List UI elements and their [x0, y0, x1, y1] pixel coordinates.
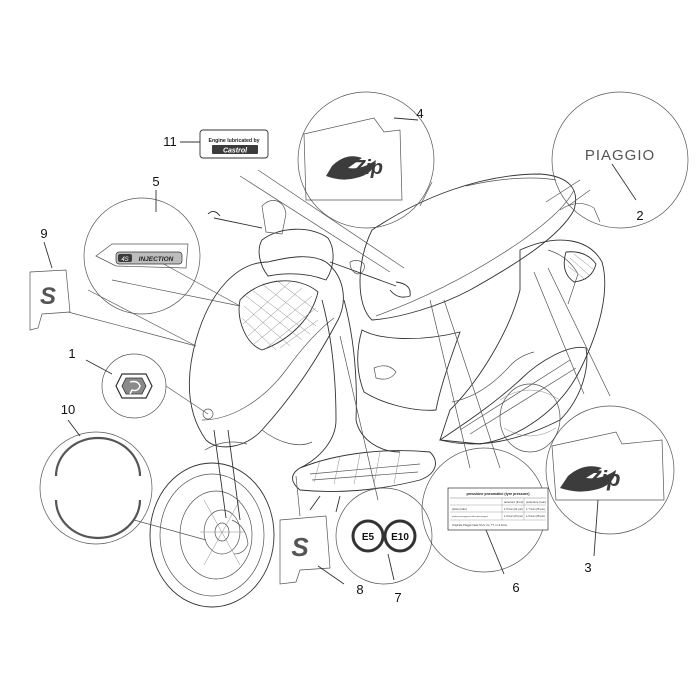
- decal-s-left: S: [29, 241, 71, 331]
- decal-tyre-pressure: pressione pneumatici (tyre pressure) ant…: [421, 447, 549, 575]
- steering-column: [321, 299, 337, 421]
- rear-body-panel: [439, 239, 606, 445]
- right-handlebar: [329, 261, 411, 298]
- callout-10: 10: [61, 402, 75, 417]
- injection-prefix: 4S: [121, 257, 128, 263]
- s-left-text: S: [40, 283, 56, 310]
- tail-light: [563, 251, 597, 283]
- left-handlebar: [207, 211, 263, 229]
- leader-lines: [67, 169, 611, 541]
- front-fork: [213, 429, 241, 521]
- decal-piaggio-logo: [85, 353, 167, 419]
- callout-6: 6: [512, 580, 519, 595]
- fuel-e5: E5: [362, 532, 375, 543]
- zip-top-text: Zip: [352, 157, 383, 179]
- footboard: [292, 450, 436, 492]
- tyre-header-rear: posteriore (rear): [526, 500, 546, 504]
- tyre-row1-label: pilota (rider): [452, 507, 467, 511]
- tyre-row2-label: pilota+passeggero (rider+passenger): [452, 515, 488, 518]
- brake-reservoir: [349, 260, 365, 275]
- decal-castrol: Engine lubricated by Castrol: [180, 129, 269, 159]
- castrol-line1: Engine lubricated by: [208, 138, 259, 144]
- front-shield: [189, 256, 344, 448]
- callout-9: 9: [40, 226, 47, 241]
- callout-11: 11: [163, 134, 177, 149]
- callout-1: 1: [68, 346, 75, 361]
- castrol-brand: Castrol: [223, 147, 248, 154]
- rear-grab-rail: [559, 203, 601, 223]
- tyre-footer: Originale Piaggio Italia: M+S, CL, TT, 1…: [452, 523, 507, 527]
- callout-numbers: 1 2 3 4 5 6 7 8 9 10 11: [40, 106, 643, 605]
- decal-rim-stripe: [39, 419, 153, 545]
- front-wheel: [149, 462, 275, 608]
- callout-3: 3: [584, 560, 591, 575]
- inner-panel: [357, 329, 461, 411]
- side-stand: [309, 495, 341, 513]
- decal-piaggio: PIAGGIO: [551, 91, 689, 229]
- callout-8: 8: [356, 582, 363, 597]
- fuel-e10: E10: [391, 532, 409, 543]
- callout-7: 7: [394, 590, 401, 605]
- headset: [258, 228, 334, 281]
- tyre-row2-rear: 1.9 bar (28 psi): [526, 514, 545, 518]
- engine-rear-wheel: [438, 346, 588, 453]
- scooter-body: [149, 173, 606, 608]
- decal-fuel: E5 E10: [335, 487, 433, 585]
- zip-side-text: Zip: [587, 466, 621, 491]
- tyre-title: pressione pneumatici (tyre pressure): [466, 492, 530, 496]
- decal-injection: 4S INJECTION: [83, 190, 201, 315]
- callout-4: 4: [416, 106, 423, 121]
- mirror-mount: [261, 200, 287, 235]
- tyre-row1-rear: 1.7 bar (25 psi): [526, 507, 545, 511]
- callout-2: 2: [636, 208, 643, 223]
- decal-zip-top: Zip: [297, 91, 435, 229]
- injection-text: INJECTION: [139, 256, 174, 263]
- headlight-grille: [238, 279, 319, 351]
- callout-5: 5: [152, 174, 159, 189]
- mudguard: [204, 441, 248, 451]
- tyre-row2-front: 1.6 bar (23 psi): [504, 514, 523, 518]
- s-bottom-text: S: [291, 532, 309, 562]
- decal-s-bottom: S: [279, 515, 345, 585]
- seat: [359, 173, 577, 321]
- tyre-row1-front: 1.5 bar (21 psi): [504, 507, 523, 511]
- tyre-header-front: anteriore (front): [504, 500, 523, 504]
- decal-zip-side: Zip: [545, 405, 675, 557]
- piaggio-text: PIAGGIO: [585, 147, 655, 164]
